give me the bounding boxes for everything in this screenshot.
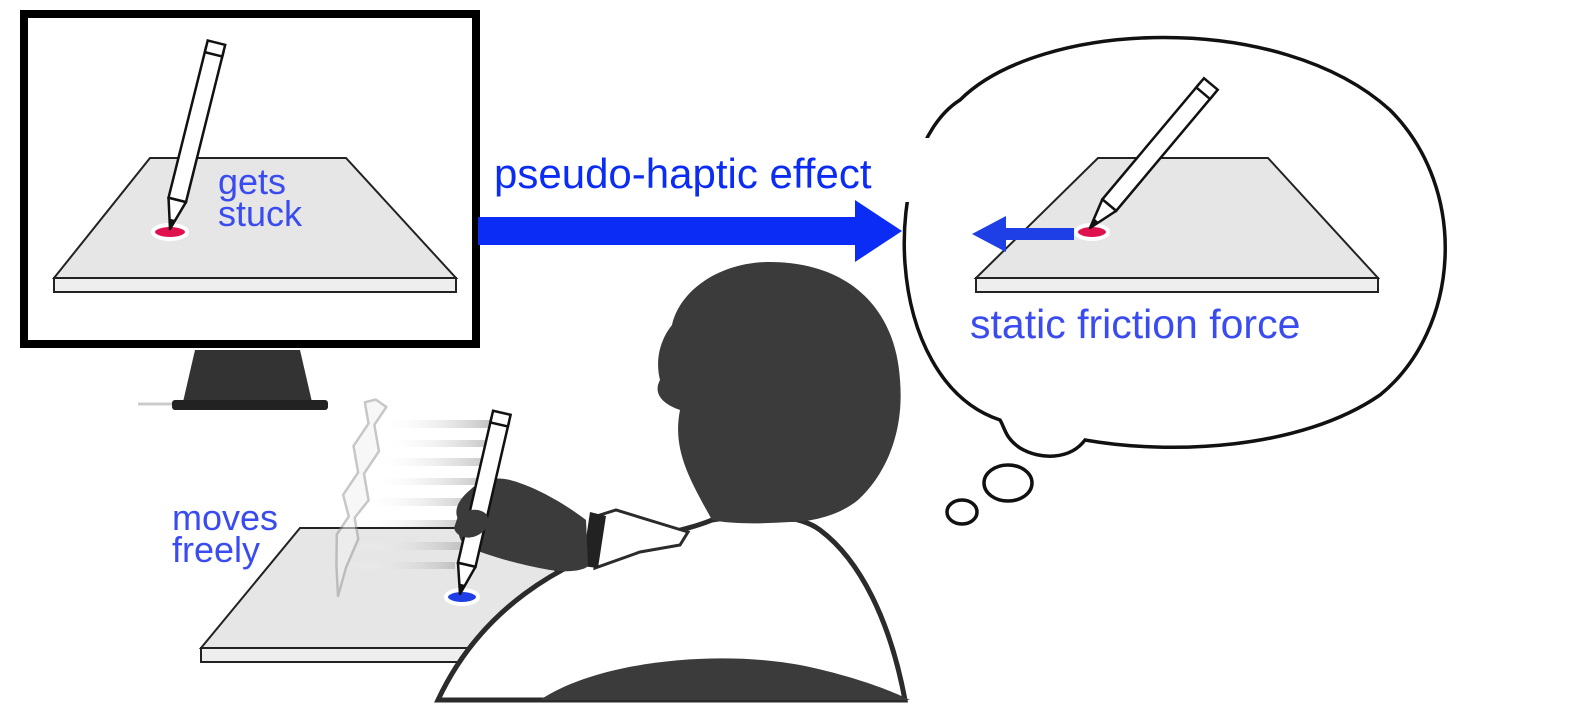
fingers <box>454 509 489 538</box>
pencil-icon <box>167 39 227 231</box>
label-static-friction-force: static friction force <box>970 301 1300 347</box>
friction-arrow <box>972 216 1074 252</box>
label-gets: gets <box>218 161 286 202</box>
label-pseudo-haptic-effect: pseudo-haptic effect <box>494 150 872 197</box>
pencil-icon <box>1088 76 1220 230</box>
label-moves: moves <box>172 497 278 538</box>
person-silhouette-icon <box>434 262 910 703</box>
motion-blur-streaks <box>345 420 490 569</box>
label-stuck: stuck <box>218 193 303 234</box>
label-freely: freely <box>172 529 260 570</box>
ghost-pen-icon <box>335 398 388 598</box>
bubble-surface <box>973 157 1381 293</box>
monitor-surface <box>51 157 459 293</box>
pseudo-haptic-arrow <box>478 200 902 262</box>
effect-label-background <box>484 138 972 202</box>
